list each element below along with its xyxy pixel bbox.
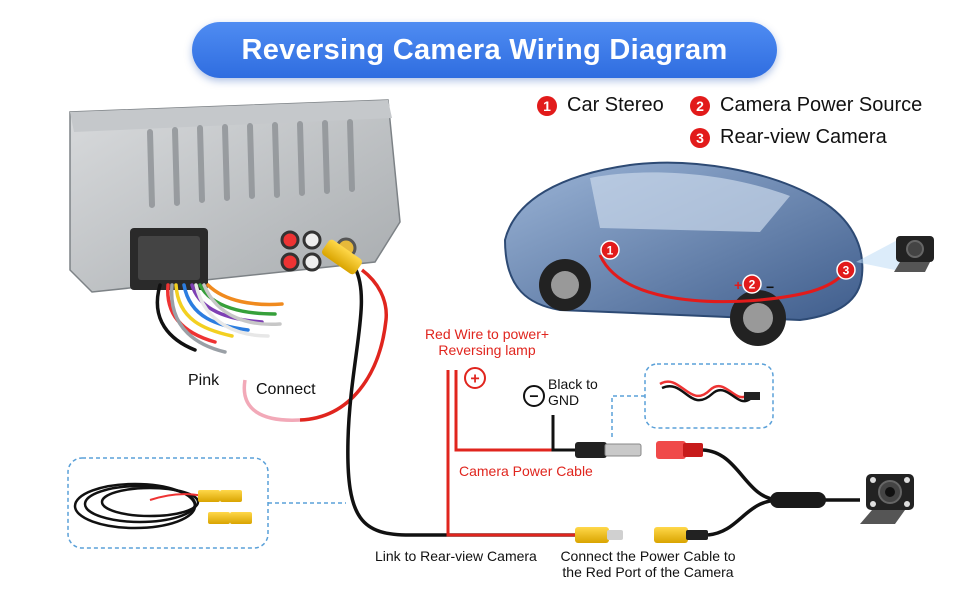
plus-minus-marks: + − [734, 277, 774, 295]
car-marker-1: 1 [600, 240, 620, 260]
rear-view-camera-top [856, 236, 934, 272]
label-connect-power-line1: Connect the Power Cable to [560, 548, 736, 564]
car-marker-3: 3 [836, 260, 856, 280]
minus-circle-icon: − [523, 385, 545, 407]
label-red-wire-line2: Reversing lamp [438, 342, 536, 358]
svg-text:1: 1 [607, 244, 614, 258]
label-connect: Connect [256, 381, 316, 398]
pink-wire [242, 379, 301, 422]
label-red-wire-line1: Red Wire to power+ [424, 326, 550, 342]
legend-number: 2 [690, 95, 710, 116]
svg-text:+: + [470, 371, 479, 388]
car-illustration [503, 161, 864, 346]
stereo-yellow-rca [322, 239, 362, 275]
plus-circle-icon: + [464, 367, 486, 389]
svg-text:+: + [734, 277, 742, 293]
legend-number: 1 [537, 95, 557, 116]
power-cable-callout [611, 363, 774, 440]
label-black-gnd: Black to GND [548, 376, 598, 408]
legend-label: Car Stereo [567, 94, 664, 116]
red-reverse-wire [299, 268, 388, 422]
svg-text:−: − [529, 389, 538, 406]
rear-view-camera-bottom [860, 474, 914, 524]
label-pink: Pink [188, 372, 220, 389]
yellow-rca-pair [575, 527, 708, 543]
black-gnd-wire [551, 415, 580, 452]
wiring-harness [155, 283, 284, 354]
label-red-wire: Red Wire to power+ Reversing lamp [412, 326, 562, 358]
label-connect-power-line2: the Red Port of the Camera [562, 564, 734, 580]
label-link-rear-view-camera: Link to Rear-view Camera [375, 548, 537, 564]
label-black-gnd-line1: Black to [548, 376, 598, 392]
legend-item-car-stereo: 1 Car Stereo [537, 94, 664, 117]
legend-number: 3 [690, 127, 710, 148]
svg-text:−: − [766, 279, 774, 295]
car-marker-2: 2 [742, 274, 762, 294]
label-black-gnd-line2: GND [548, 392, 580, 408]
svg-text:2: 2 [749, 278, 756, 292]
svg-text:3: 3 [843, 264, 850, 278]
car-stereo-unit [69, 99, 401, 293]
cable-junction [770, 492, 826, 508]
legend-label: Rear-view Camera [720, 126, 887, 148]
camera-red-power-socket [656, 441, 703, 459]
title-banner: Reversing Camera Wiring Diagram [192, 22, 777, 78]
red-power-wire-2 [454, 370, 565, 452]
label-camera-power-cable: Camera Power Cable [459, 463, 593, 479]
red-power-wire [446, 370, 580, 537]
legend-item-camera-power-source: 2 Camera Power Source [690, 94, 922, 117]
video-cable-callout [67, 457, 346, 549]
dc-power-plug [575, 442, 642, 458]
legend-item-rear-view-camera: 3 Rear-view Camera [690, 126, 887, 149]
label-connect-power-cable: Connect the Power Cable to the Red Port … [553, 548, 743, 580]
video-cable-black [346, 267, 580, 537]
legend-label: Camera Power Source [720, 94, 923, 116]
diagram-title: Reversing Camera Wiring Diagram [241, 33, 728, 66]
